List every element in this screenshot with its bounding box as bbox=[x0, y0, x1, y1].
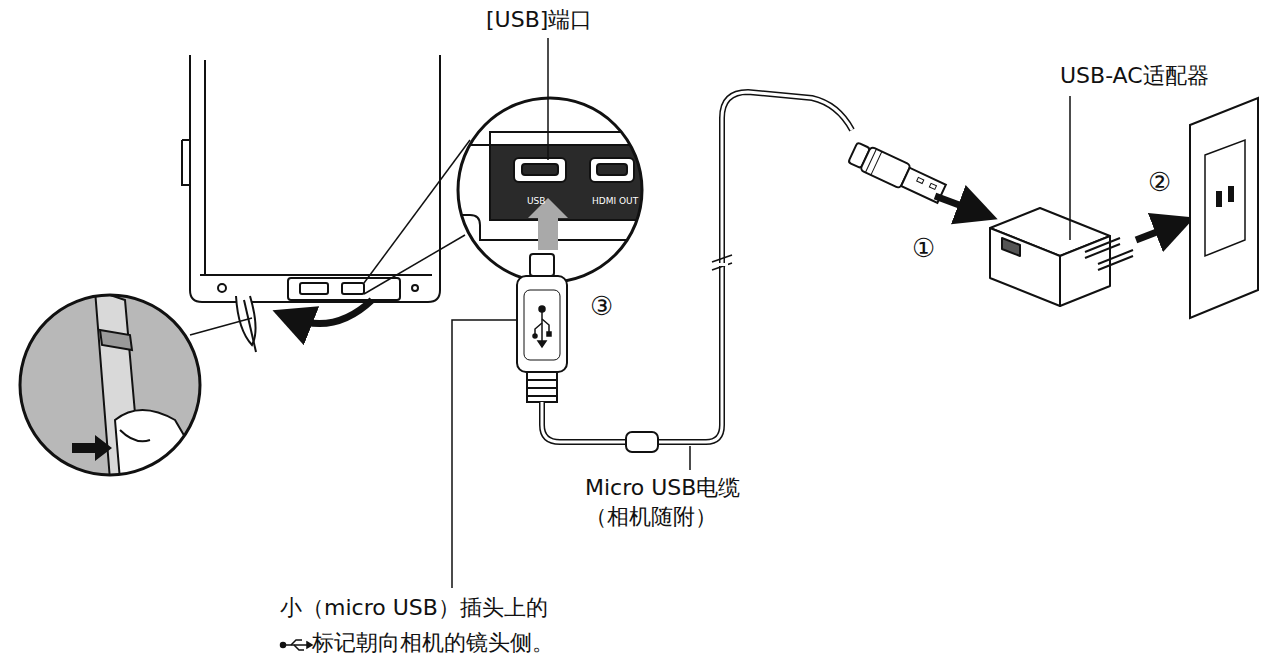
port-label: [USB]端口 bbox=[486, 6, 592, 35]
usb-symbol bbox=[281, 640, 313, 650]
port-text: HDMI OUT bbox=[592, 196, 638, 208]
callout-number: ③ bbox=[590, 290, 613, 324]
plug-arrow bbox=[935, 196, 978, 212]
plug-arrow bbox=[1136, 225, 1175, 240]
note-text: 小（micro USB）插头上的 bbox=[280, 594, 548, 623]
leader-line bbox=[689, 446, 691, 470]
leader-line bbox=[1069, 96, 1071, 240]
zoom-circle bbox=[455, 98, 650, 282]
note-text: 标记朝向相机的镜头侧。 bbox=[312, 629, 554, 658]
usb-symbol bbox=[533, 306, 551, 347]
camera bbox=[182, 55, 440, 352]
usb-a-plug bbox=[847, 141, 947, 206]
callout-number: ② bbox=[1148, 166, 1171, 200]
port-text: USB bbox=[527, 196, 545, 208]
leader-line bbox=[452, 320, 517, 588]
leader-line bbox=[547, 38, 549, 160]
inset-line bbox=[190, 318, 252, 335]
zoom-line bbox=[364, 140, 470, 283]
zoom-line bbox=[364, 235, 465, 294]
micro-usb-plug bbox=[517, 254, 567, 402]
cable-label: Micro USB电缆 （相机随附） bbox=[585, 474, 775, 531]
callout-number: ① bbox=[912, 232, 935, 266]
usb-ac-adapter bbox=[990, 208, 1133, 306]
adapter-label: USB-AC适配器 bbox=[1060, 62, 1209, 91]
finger-inset bbox=[20, 290, 210, 480]
cable bbox=[542, 92, 852, 452]
wall-outlet bbox=[1190, 98, 1258, 318]
open-arrow bbox=[292, 300, 372, 324]
cable-break bbox=[716, 263, 728, 266]
